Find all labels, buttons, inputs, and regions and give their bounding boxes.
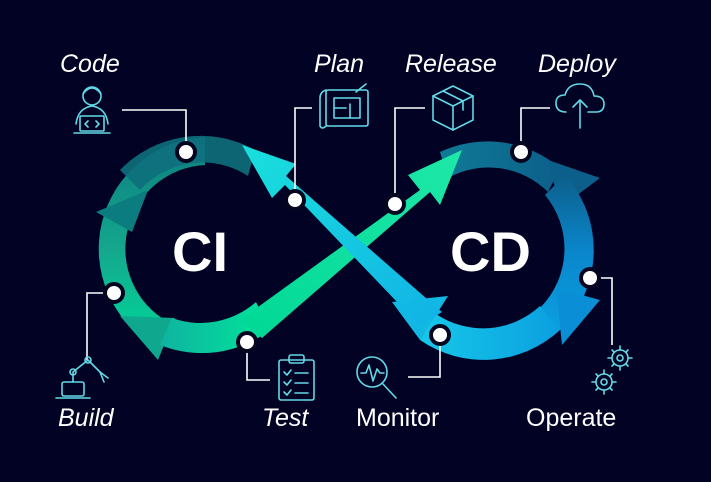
checklist-clipboard-icon [278, 354, 315, 401]
stage-label-monitor: Monitor [356, 404, 440, 432]
node-release [384, 193, 406, 215]
connector-monitor [408, 335, 441, 378]
developer-laptop-icon [73, 86, 111, 134]
connector-code [122, 109, 187, 152]
loop-left-arrowhead-bottom [120, 316, 175, 360]
node-build [103, 282, 125, 304]
stage-label-operate: Operate [526, 404, 617, 432]
cloud-upload-icon [555, 83, 605, 129]
robot-arm-icon [55, 356, 109, 399]
connector-deploy [520, 107, 550, 152]
loop-left-outer-band [98, 137, 205, 346]
blueprint-icon [319, 83, 369, 129]
loop-right-bottom-band [420, 306, 560, 360]
loop-right-outer-band [540, 175, 594, 330]
connector-release [394, 107, 425, 204]
node-monitor [429, 324, 451, 346]
loop-right-top-band [440, 141, 560, 192]
magnifier-waveform-icon [356, 356, 397, 399]
loop-left-top-band [120, 135, 255, 190]
stage-label-release: Release [405, 50, 497, 78]
loop-right-arrowhead-bottom [556, 288, 600, 345]
stage-label-code: Code [60, 50, 120, 78]
node-plan [284, 189, 306, 211]
ci-hub-label: CI [172, 220, 228, 283]
cd-hub-label: CD [450, 220, 531, 283]
node-test [236, 331, 258, 353]
stage-label-plan: Plan [314, 50, 365, 78]
package-box-icon [432, 85, 474, 131]
node-code [175, 141, 197, 163]
node-deploy [510, 141, 532, 163]
connector-plan [294, 107, 312, 200]
gears-icon [591, 345, 633, 395]
loop-left-arrowhead-down [96, 190, 148, 232]
stage-label-deploy: Deploy [538, 50, 616, 78]
node-operate [579, 267, 601, 289]
stage-label-build: Build [58, 404, 114, 432]
stage-nodes [103, 141, 601, 353]
stage-label-test: Test [262, 404, 309, 432]
connector-test [246, 342, 270, 381]
